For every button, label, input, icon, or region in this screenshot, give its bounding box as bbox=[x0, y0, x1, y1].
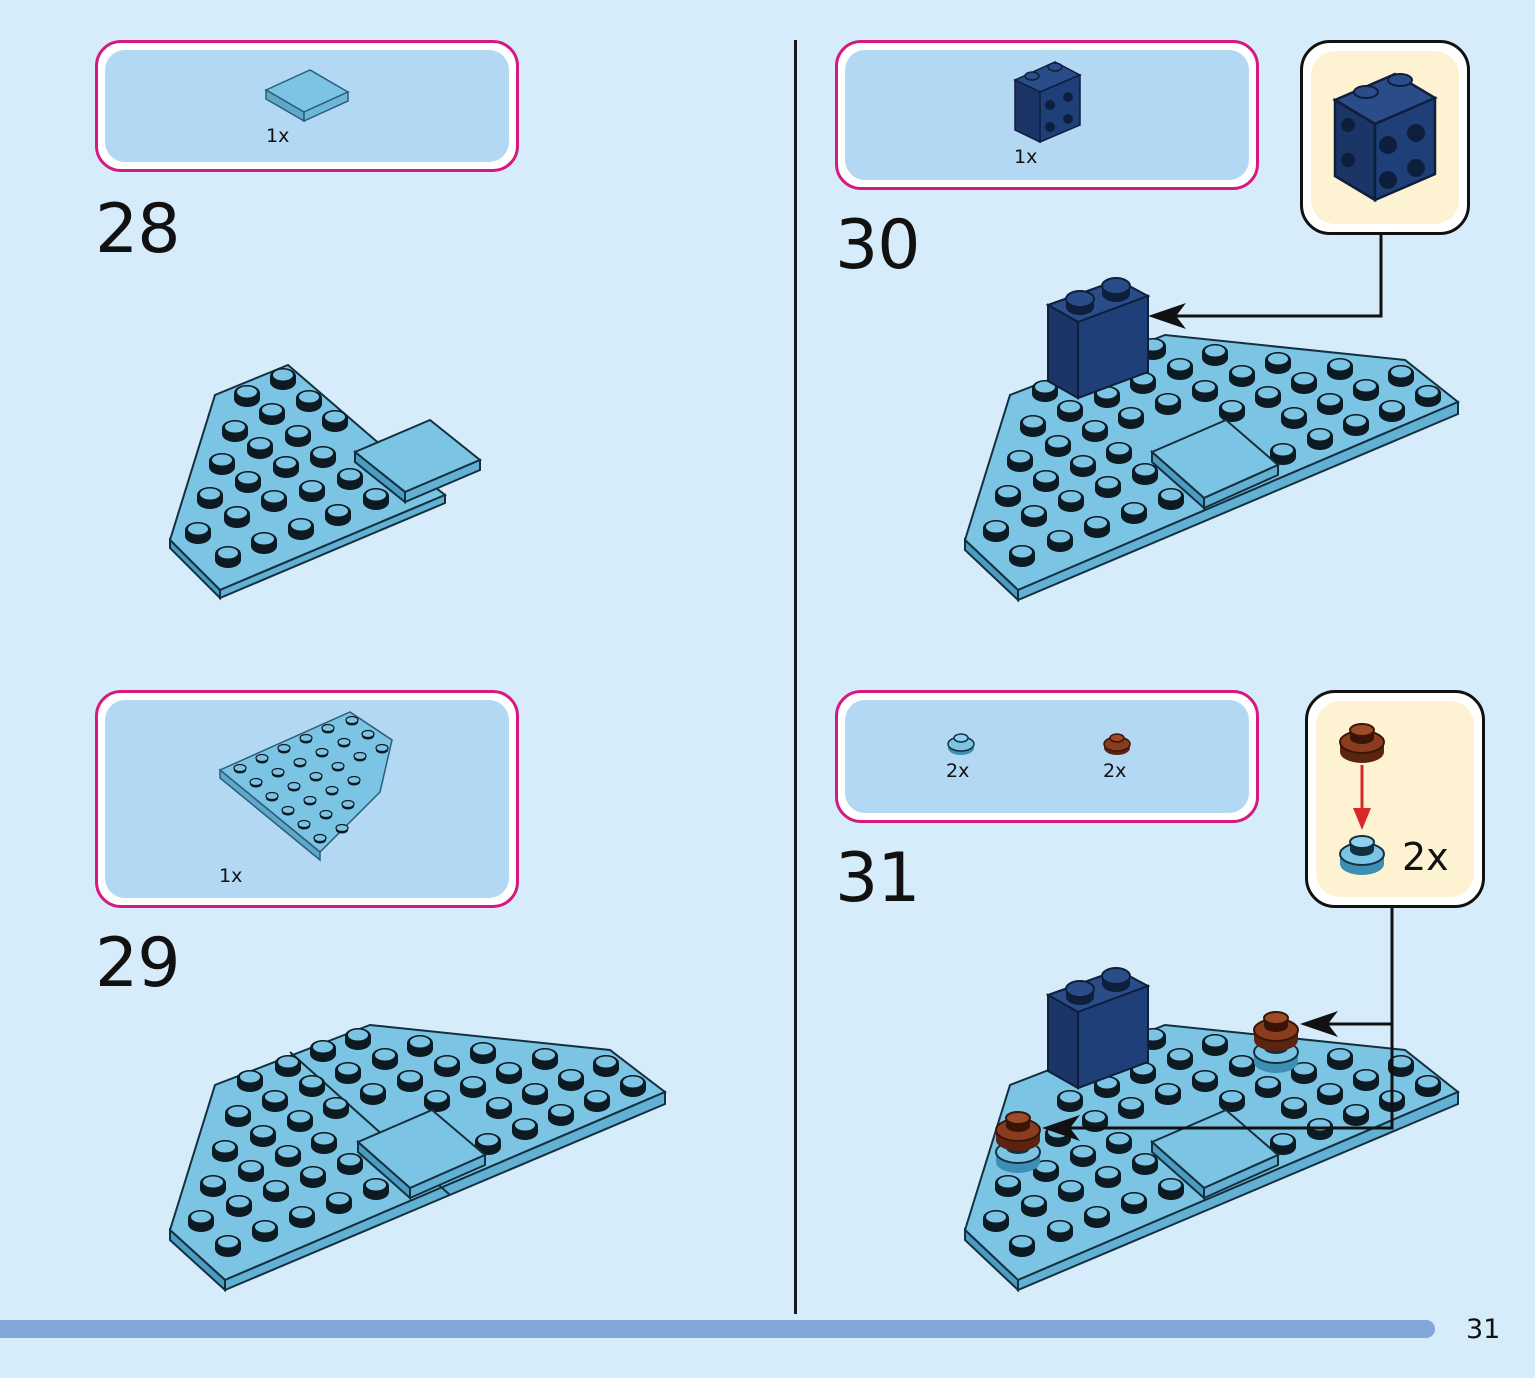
step-29-model bbox=[168, 1023, 667, 1293]
callout-qty: 2x bbox=[1402, 835, 1449, 879]
parts-list-background bbox=[845, 50, 1249, 180]
callout-step-31 bbox=[1305, 690, 1485, 908]
callout-background bbox=[1316, 701, 1474, 897]
parts-list-step-30 bbox=[835, 40, 1259, 190]
parts-list-background bbox=[845, 700, 1249, 813]
step-number: 29 bbox=[95, 924, 181, 1003]
part-qty: 1x bbox=[266, 125, 290, 147]
part-qty: 1x bbox=[219, 865, 243, 887]
page-number: 31 bbox=[1466, 1314, 1501, 1345]
parts-list-step-28 bbox=[95, 40, 519, 172]
step-number: 28 bbox=[95, 190, 181, 269]
column-divider bbox=[794, 40, 797, 1314]
step-number: 31 bbox=[835, 839, 921, 918]
parts-list-step-29 bbox=[95, 690, 519, 908]
arrow-icon bbox=[1160, 235, 1383, 318]
part-qty: 2x bbox=[946, 760, 970, 782]
arrow-icon bbox=[1042, 908, 1394, 1141]
progress-bar bbox=[0, 1320, 1435, 1338]
parts-list-step-31 bbox=[835, 690, 1259, 823]
part-qty: 1x bbox=[1014, 146, 1038, 168]
callout-step-30 bbox=[1300, 40, 1470, 235]
callout-background bbox=[1311, 51, 1459, 224]
step-31-model bbox=[963, 967, 1460, 1293]
part-qty: 2x bbox=[1103, 760, 1127, 782]
arrow-icon bbox=[1148, 303, 1186, 329]
parts-list-background bbox=[105, 50, 509, 162]
step-30-model bbox=[963, 277, 1460, 603]
parts-list-background bbox=[105, 700, 509, 898]
step-number: 30 bbox=[835, 206, 921, 285]
step-28-model bbox=[168, 363, 482, 601]
